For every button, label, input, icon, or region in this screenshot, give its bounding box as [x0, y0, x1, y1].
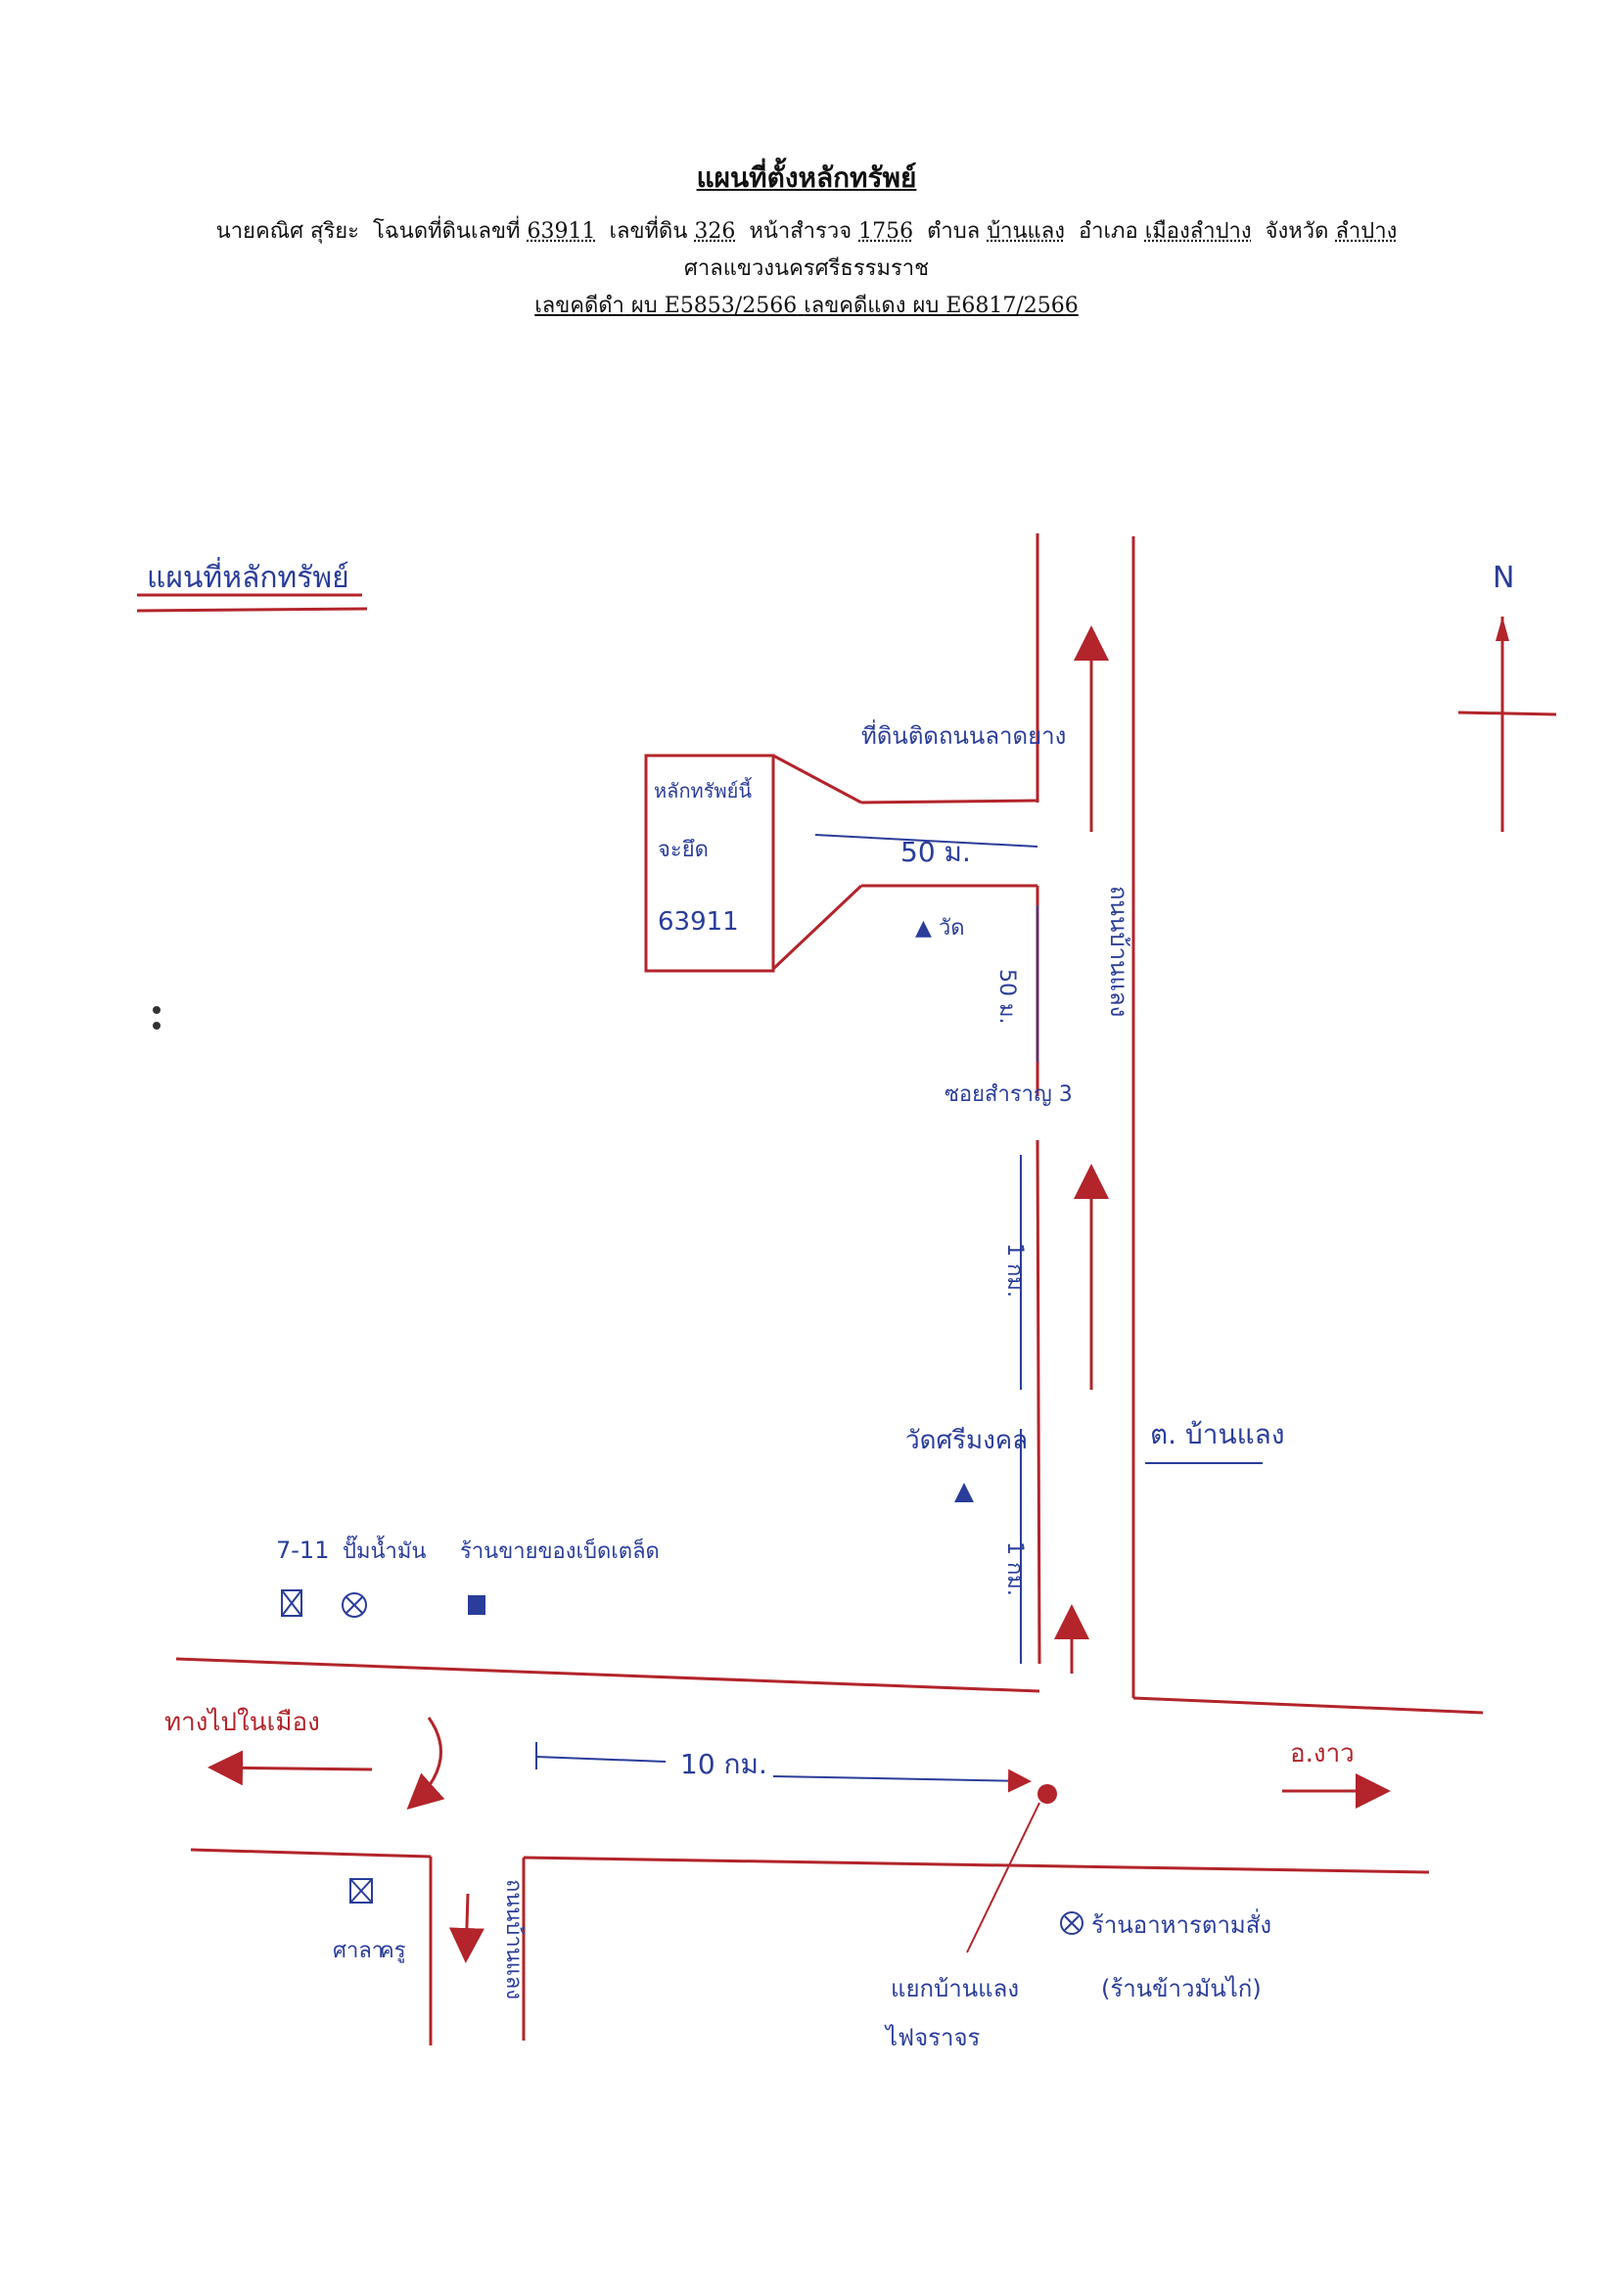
property-parcel: [644, 754, 775, 973]
distance-1km-lower: 1 กม.: [1002, 1541, 1027, 1596]
westbound-arrow-icon: [207, 1750, 373, 1786]
land-no-label: เลขที่ดิน: [609, 219, 688, 244]
distance-1km-upper: 1 กม.: [1002, 1243, 1027, 1298]
distance-50m-horizontal: 50 ม.: [900, 836, 971, 868]
land-number: 326: [694, 219, 736, 244]
eastbound-dimension-arrow-icon: [772, 1768, 1032, 1793]
margin-mark-2: [153, 1022, 161, 1030]
bottom-left-place-1: ศาลา: [333, 1939, 384, 1963]
u-turn-arrow-icon: [406, 1717, 445, 1811]
store-icon: [468, 1595, 485, 1615]
dimension-line-10km: [535, 1756, 667, 1763]
case-numbers: เลขคดีดำ ผบ E5853/2566 เลขคดีแดง ผบ E681…: [0, 288, 1613, 325]
shop-gas-label: ปั๊มน้ำมัน: [343, 1535, 426, 1564]
red-case-label: เลขคดีแดง: [804, 294, 906, 318]
subdistrict-name: บ้านแลง: [987, 219, 1065, 244]
side-road-south: [429, 1857, 526, 2045]
heading-underline-2: [136, 607, 368, 613]
deed-number: 63911: [527, 219, 596, 244]
dimension-line-50m: [814, 834, 1038, 848]
gas-station-icon: [342, 1592, 367, 1618]
junction-pointer: [966, 1802, 1040, 1953]
deed-label: โฉนดที่ดินเลขที่: [372, 219, 521, 244]
map-heading: แผนที่หลักทรัพย์: [147, 557, 349, 595]
property-label-1: หลักทรัพย์นี้: [654, 777, 752, 803]
restaurant-icon: [1060, 1911, 1083, 1935]
north-label: N: [1493, 561, 1514, 595]
court-name: ศาลแขวงนครศรีธรรมราช: [683, 256, 930, 281]
red-case-number: ผบ E6817/2566: [912, 294, 1079, 318]
province-label: จังหวัด: [1265, 219, 1329, 244]
side-road-label: ที่ดินติดถนนลาดยาง: [861, 719, 1066, 750]
north-arrow-icon: [1457, 617, 1557, 832]
temple-label: ▲ วัด: [915, 916, 965, 941]
district-label: อำเภอ: [1078, 219, 1138, 244]
survey-number: 1756: [858, 219, 914, 244]
distance-10km: 10 กม.: [680, 1748, 767, 1780]
page-title: แผนที่ตั้งหลักทรัพย์: [696, 161, 917, 194]
main-road-vertical: [1036, 533, 1135, 1698]
junction-label-1: แยกบ้านแลง: [891, 1975, 1019, 2002]
bottom-left-place-icon: [349, 1878, 373, 1904]
margin-mark: [153, 1006, 161, 1014]
access-road: [771, 754, 1038, 971]
black-case-label: เลขคดีดำ: [534, 294, 624, 318]
bottom-right-place-2: (ร้านข้าวมันไก่): [1101, 1975, 1262, 2002]
province-name: ลำปาง: [1335, 219, 1398, 244]
left-direction-label: ทางไปในเมือง: [164, 1707, 320, 1737]
shop-store-label: ร้านขายของเบ็ดเตล็ด: [460, 1537, 660, 1564]
temple2-label: วัดศรีมงคล: [905, 1426, 1028, 1455]
subdistrict-label: ตำบล: [927, 219, 981, 244]
bottom-left-place-2: ครู: [380, 1939, 406, 1963]
main-road-horizontal: [175, 1657, 1484, 1874]
document-header: แผนที่ตั้งหลักทรัพย์ นายคณิศ สุริยะ โฉนด…: [0, 157, 1613, 325]
soi-label: ซอยสำราญ 3: [945, 1082, 1073, 1107]
property-details-line: นายคณิศ สุริยะ โฉนดที่ดินเลขที่ 63911 เล…: [0, 213, 1613, 251]
property-label-2: จะยึด: [658, 838, 709, 862]
bottom-right-place-1: ร้านอาหารตามสั่ง: [1091, 1908, 1271, 1939]
right-direction-label: อ.งาว: [1290, 1739, 1355, 1768]
southbound-arrow-icon: [448, 1893, 484, 1963]
junction-label-2: ไฟจราจร: [884, 2024, 981, 2051]
black-case-number: ผบ E5853/2566: [630, 294, 798, 318]
subdistrict-office-label: ต. บ้านแลง: [1150, 1418, 1285, 1450]
owner-name: นายคณิศ สุริยะ: [215, 219, 359, 244]
traffic-light-icon: [1037, 1784, 1057, 1804]
vertical-road-label: ถนนบ้านแลง: [1105, 886, 1132, 1017]
temple-icon: [954, 1483, 974, 1502]
bottom-road-label: ถนนบ้านแลง: [501, 1879, 526, 1999]
distance-50m-vertical: 50 ม.: [994, 969, 1019, 1024]
survey-label: หน้าสำรวจ: [749, 219, 853, 244]
district-name: เมืองลำปาง: [1144, 219, 1252, 244]
shop-711-label: 7-11: [276, 1537, 329, 1564]
property-deed-number: 63911: [658, 907, 739, 937]
shop-711-icon: [281, 1589, 302, 1617]
